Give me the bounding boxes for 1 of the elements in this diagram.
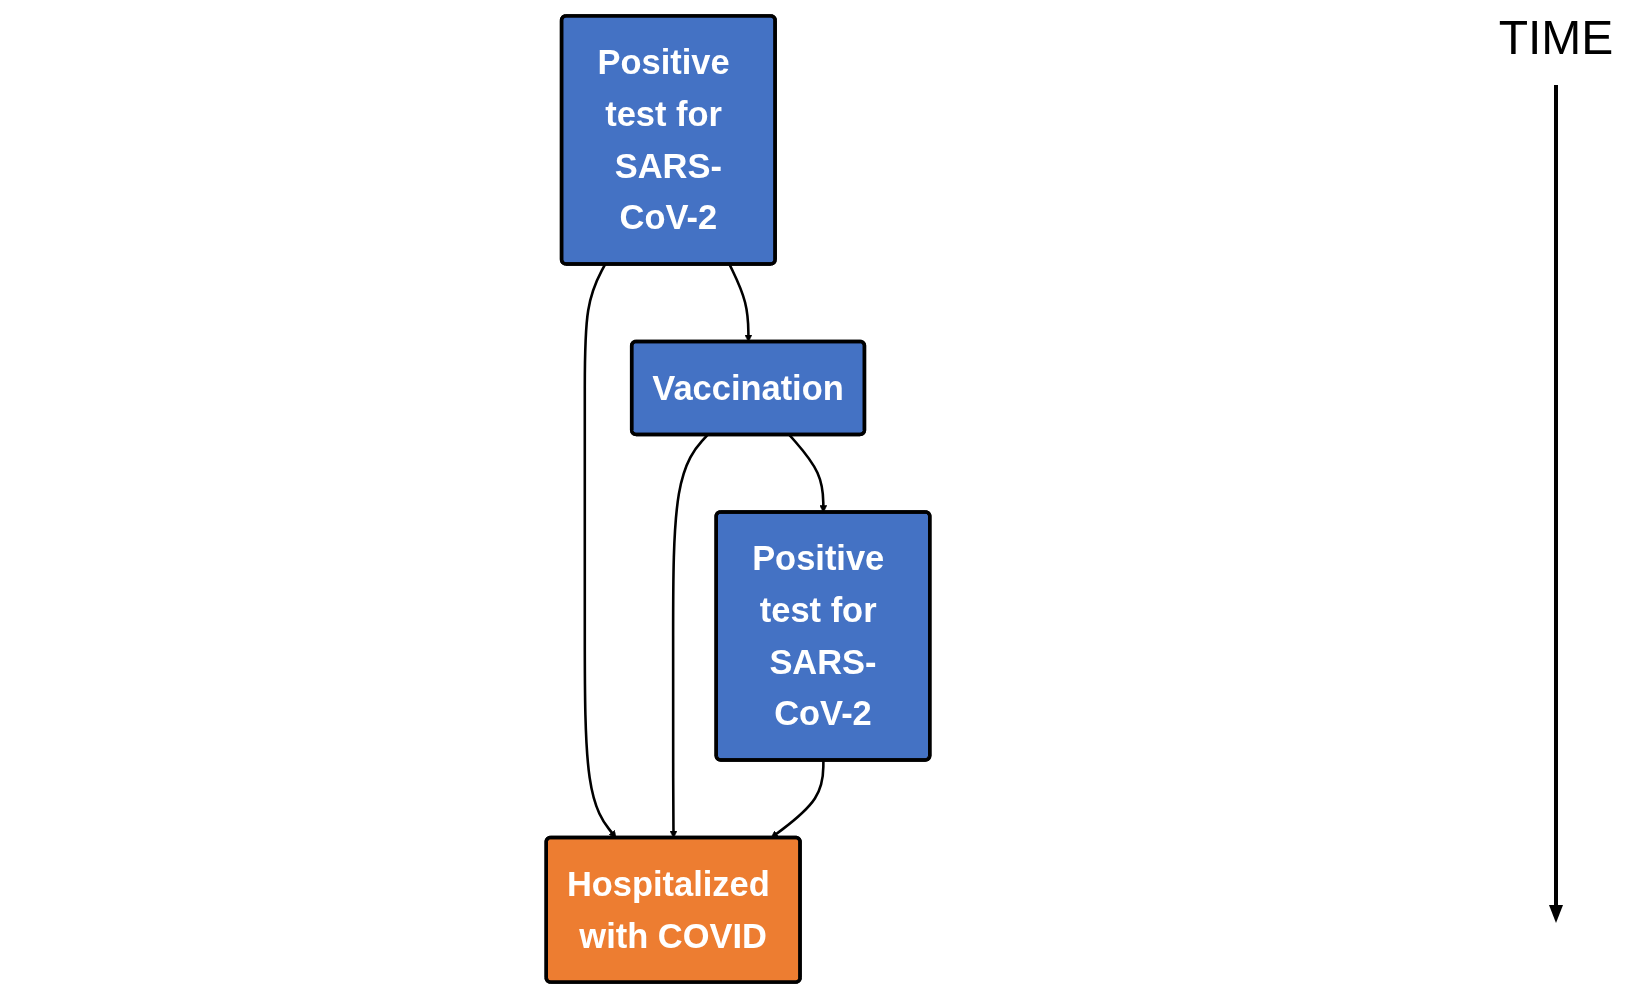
time-label: TIME — [1498, 10, 1614, 65]
